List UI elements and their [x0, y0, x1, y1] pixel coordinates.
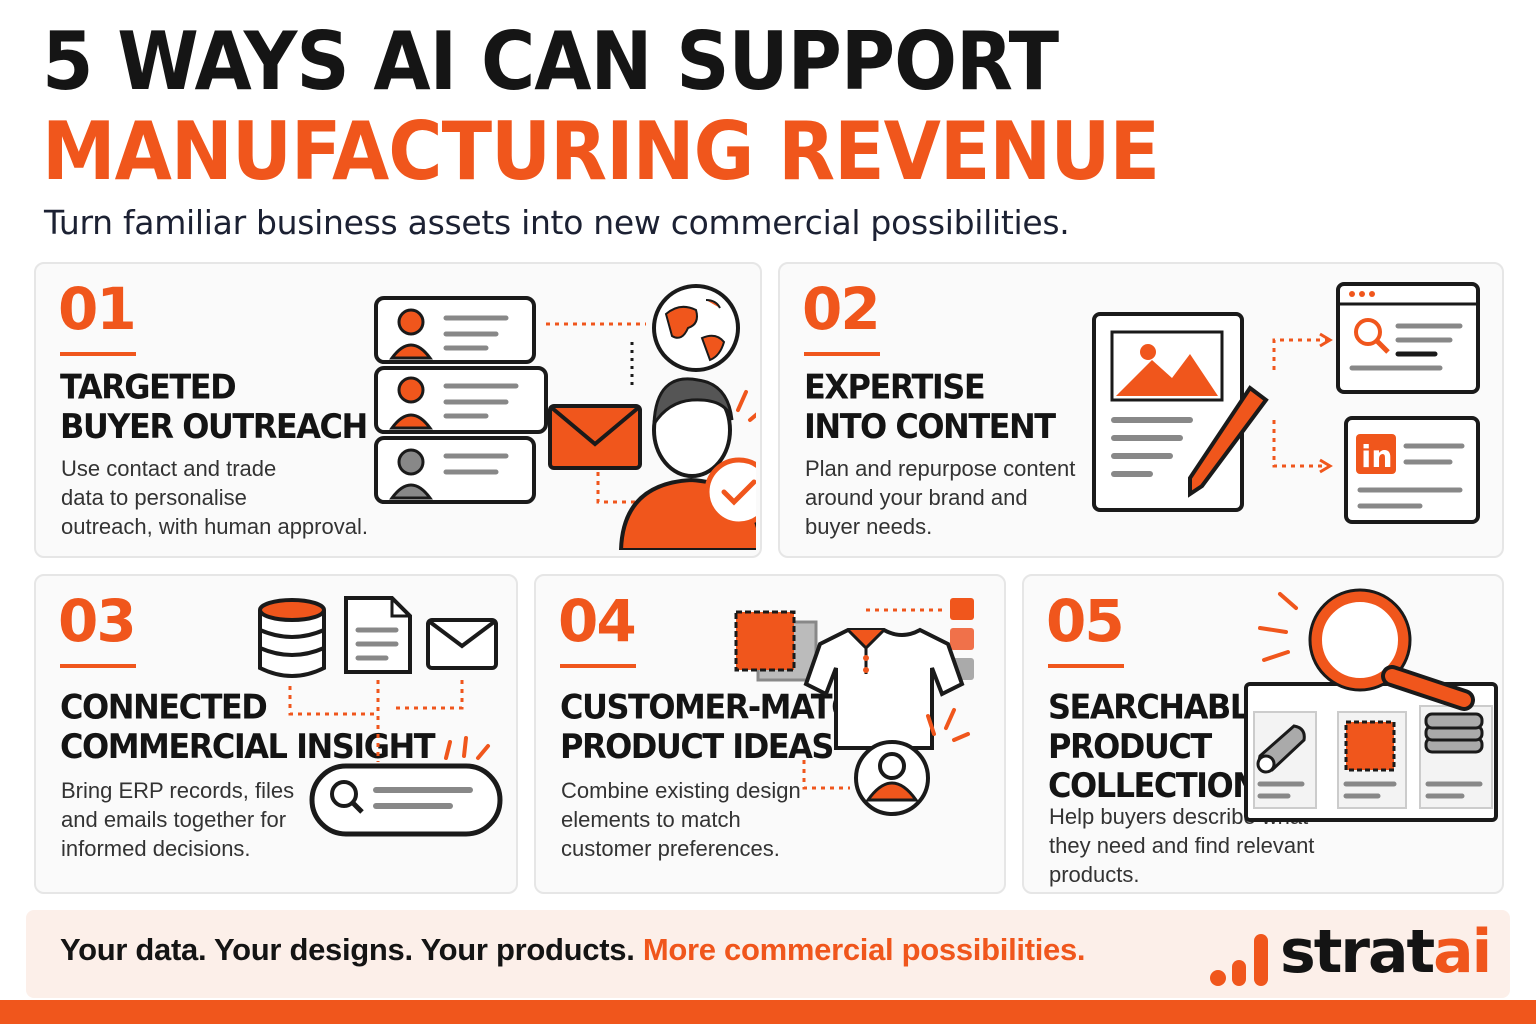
tagline-orange: More commercial possibilities. [642, 932, 1086, 967]
page-title-line2: MANUFACTURING REVENUE [42, 105, 1160, 199]
outreach-illustration-icon [374, 284, 756, 550]
page-subtitle: Turn familiar business assets into new c… [44, 203, 1070, 242]
bottom-accent-bar [0, 1000, 1536, 1024]
footer-tagline: Your data. Your designs. Your products. … [60, 932, 1086, 968]
number-underline [60, 352, 136, 356]
card-number: 04 [558, 587, 637, 655]
card-number: 05 [1046, 587, 1125, 655]
number-underline [560, 664, 636, 668]
page-title-line1: 5 WAYS AI CAN SUPPORT [42, 15, 1059, 109]
number-underline [1048, 664, 1124, 668]
content-illustration-icon: in [1092, 282, 1480, 524]
bar-chart-icon [1210, 934, 1268, 986]
collections-illustration-icon [1244, 588, 1498, 822]
stratai-logo: stratai [1208, 920, 1508, 990]
svg-text:in: in [1361, 440, 1393, 475]
insight-illustration-icon [258, 596, 503, 837]
product-ideas-illustration-icon [734, 598, 974, 816]
footer-banner: Your data. Your designs. Your products. … [26, 910, 1510, 998]
tagline-black: Your data. Your designs. Your products. [60, 932, 635, 967]
number-underline [60, 664, 136, 668]
card-number: 02 [802, 275, 881, 343]
card-number: 03 [58, 587, 137, 655]
card-number: 01 [58, 275, 137, 343]
logo-wordmark: stratai [1280, 917, 1492, 987]
number-underline [804, 352, 880, 356]
